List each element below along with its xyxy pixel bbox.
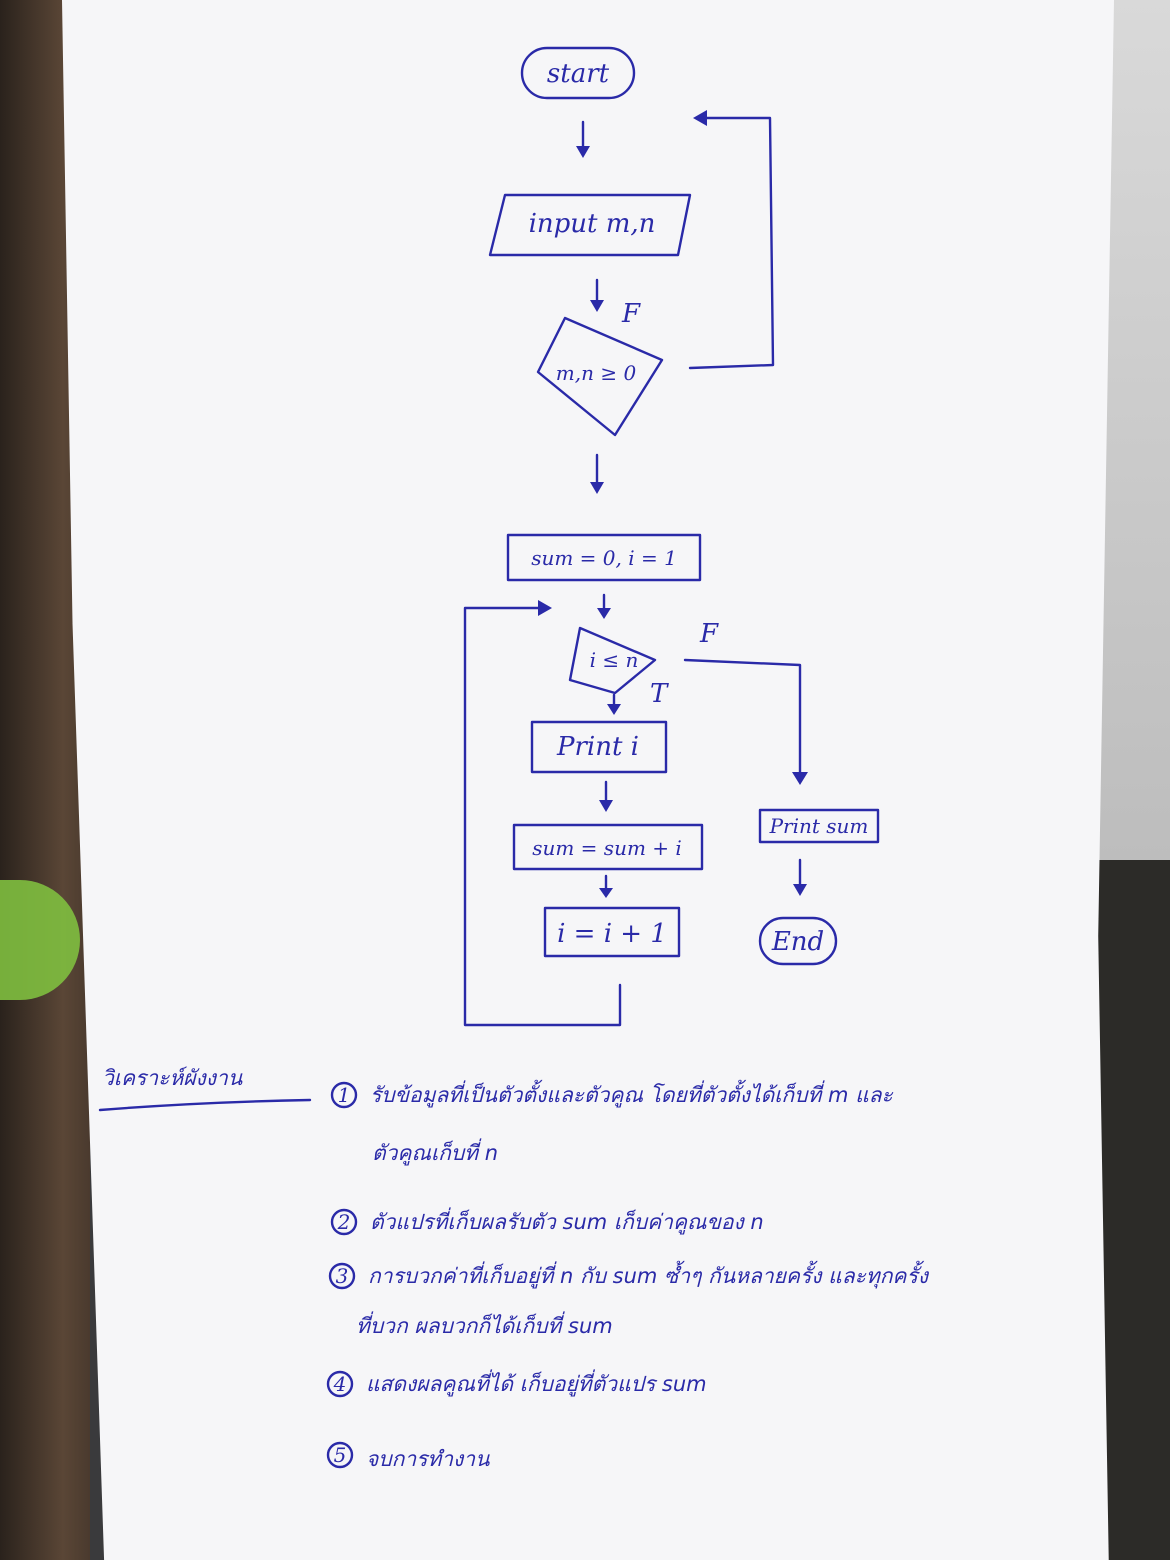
step-line: แสดงผลคูณที่ได้ เก็บอยู่ที่ตัวแปร sum bbox=[366, 1369, 707, 1397]
step-number: 5 bbox=[334, 1443, 347, 1467]
start-terminator bbox=[520, 46, 636, 100]
analysis-heading: วิเคราะห์ผังงาน bbox=[102, 1066, 243, 1090]
step-line: ตัวแปรที่เก็บผลรับตัว sum เก็บค่าคูณของ … bbox=[370, 1207, 764, 1235]
false-branch-line bbox=[683, 658, 802, 777]
inner-loop-line bbox=[463, 606, 622, 1027]
condition1-diamond bbox=[536, 316, 664, 437]
condition1-label: m,n ≥ 0 bbox=[556, 361, 637, 385]
input-label: input m,n bbox=[529, 209, 656, 239]
arrowhead-icon bbox=[590, 300, 604, 312]
arrowhead-icon bbox=[599, 888, 613, 898]
update-sum-label: sum = sum + i bbox=[532, 836, 682, 860]
step-number-circle bbox=[330, 1081, 358, 1109]
condition2-diamond bbox=[568, 626, 657, 695]
print-sum-box bbox=[758, 808, 880, 844]
init-box bbox=[506, 533, 702, 582]
arrowhead-icon bbox=[590, 482, 604, 494]
step-number-circle bbox=[326, 1441, 354, 1469]
print-sum-label: Print sum bbox=[769, 814, 869, 838]
step-number-circle bbox=[330, 1208, 358, 1236]
heading-underline bbox=[98, 1098, 312, 1112]
init-label: sum = 0, i = 1 bbox=[531, 546, 677, 570]
paper-sheet bbox=[62, 0, 1114, 1560]
arrowhead-icon bbox=[693, 110, 707, 126]
condition1-false-label: F bbox=[621, 299, 641, 329]
step-number-circle bbox=[326, 1370, 354, 1398]
start-label: start bbox=[547, 59, 610, 89]
increment-box bbox=[543, 906, 681, 958]
condition2-false-label: F bbox=[699, 619, 719, 649]
arrowhead-icon bbox=[597, 608, 611, 619]
loop-back-line bbox=[688, 116, 775, 370]
arrowhead-icon bbox=[576, 146, 590, 158]
step-line: จบการทำงาน bbox=[366, 1447, 490, 1471]
step-number-circle bbox=[328, 1262, 356, 1290]
step-number: 3 bbox=[336, 1264, 349, 1288]
end-terminator bbox=[758, 916, 838, 966]
print-i-label: Print i bbox=[556, 732, 639, 762]
update-sum-box bbox=[512, 823, 704, 871]
step-line: ที่บวก ผลบวกก็ได้เก็บที่ sum bbox=[356, 1311, 613, 1338]
end-label: End bbox=[771, 927, 824, 957]
print-i-box bbox=[530, 720, 668, 774]
arrowhead-icon bbox=[607, 704, 621, 715]
step-number: 4 bbox=[333, 1372, 347, 1396]
step-line: รับข้อมูลที่เป็นตัวตั้งและตัวคูณ โดยที่ต… bbox=[370, 1079, 893, 1108]
arrowhead-icon bbox=[792, 772, 808, 785]
arrowhead-icon bbox=[538, 600, 552, 616]
step-line: การบวกค่าที่เก็บอยู่ที่ n กับ sum ซ้ำๆ ก… bbox=[368, 1260, 930, 1289]
condition2-true-label: T bbox=[650, 679, 669, 709]
arrowhead-icon bbox=[793, 884, 807, 896]
input-parallelogram bbox=[488, 193, 692, 257]
step-number: 2 bbox=[337, 1210, 351, 1234]
step-line: ตัวคูณเก็บที่ n bbox=[372, 1138, 498, 1166]
increment-label: i = i + 1 bbox=[557, 919, 667, 949]
condition2-label: i ≤ n bbox=[590, 648, 639, 672]
arrowhead-icon bbox=[599, 800, 613, 812]
step-number: 1 bbox=[338, 1083, 351, 1107]
